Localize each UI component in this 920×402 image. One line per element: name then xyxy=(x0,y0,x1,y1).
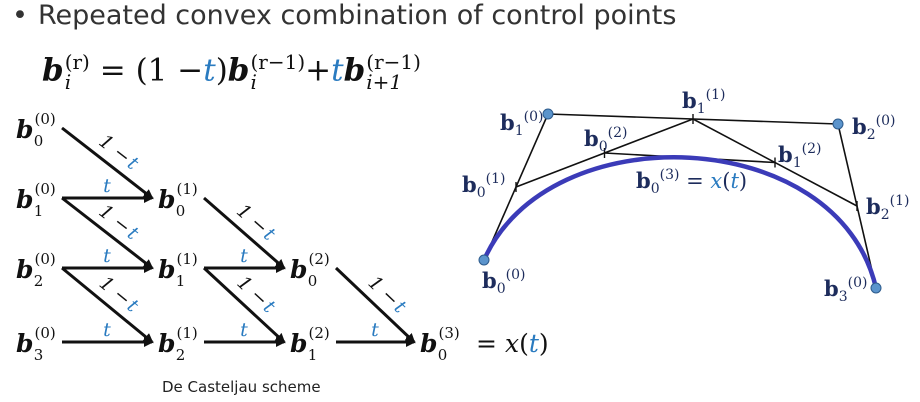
scheme-nodes: b(0)0 b(0)1 b(0)2 b(0)3 b(1)0 b(1)1 b(1)2 b(2)0… xyxy=(16,110,460,364)
formula-lhs-indices: (r)i xyxy=(65,52,90,92)
figure-label-p2: b2(0) xyxy=(852,113,895,143)
recurrence-formula: b(r)i = (1 −t)b(r−1)i+tb(r−1)i+1 xyxy=(42,52,421,92)
control-point-p3 xyxy=(870,282,882,294)
bullet-dot: • xyxy=(12,0,28,31)
scheme-edge-label-b11-b02: t xyxy=(240,245,248,267)
bezier-curve xyxy=(481,155,879,291)
formula-term2-sup: (r−1) xyxy=(366,50,421,74)
figure-label-r1: b1(2) xyxy=(778,141,821,171)
control-point-p1 xyxy=(542,108,554,120)
scheme-result: =x(t) xyxy=(476,329,549,358)
scheme-node-b30: b(0)3 xyxy=(16,324,56,364)
scheme-edge-label-b12-b03: t xyxy=(371,319,379,341)
bullet-text: Repeated convex combination of control p… xyxy=(37,0,677,31)
figure-label-r0: b0(2) xyxy=(584,125,627,155)
formula-coef-close: ) xyxy=(215,52,228,89)
figure-label-q1: b1(1) xyxy=(682,87,725,117)
formula-coef-open: (1 − xyxy=(135,52,204,89)
scheme-node-b01: b(1)0 xyxy=(158,180,198,220)
figure-label-q0: b0(1) xyxy=(462,171,505,201)
figure-label-p0: b0(0) xyxy=(482,267,525,297)
scheme-node-b21: b(1)2 xyxy=(158,324,198,364)
formula-coef-t: t xyxy=(203,52,216,89)
scheme-caption: De Casteljau scheme xyxy=(162,378,321,396)
scheme-edge-label-b30-b21: t xyxy=(103,319,111,341)
figure-labels: b0(0) b1(0) b2(0) b3(0) b0(1) b1(1) b2(1) b0(2)… xyxy=(462,87,909,305)
formula-term2-indices: (r−1)i+1 xyxy=(366,52,421,92)
scheme-node-b12: b(2)1 xyxy=(290,324,330,364)
bullet-line: • Repeated convex combination of control … xyxy=(12,0,676,31)
formula-term2-symbol: b xyxy=(343,52,366,89)
scheme-node-b02: b(2)0 xyxy=(290,250,330,290)
formula-lhs-symbol: b xyxy=(42,52,64,89)
scheme-edge-label-b10-b01: t xyxy=(103,175,111,197)
control-point-p2 xyxy=(832,118,844,130)
control-point-p0 xyxy=(478,254,490,266)
formula-term1-indices: (r−1)i xyxy=(250,52,305,92)
formula-lhs-sup: (r) xyxy=(64,50,90,74)
scheme-edge-b02-b03 xyxy=(334,266,416,344)
figure-label-q2: b2(1) xyxy=(866,193,909,223)
formula-plus: + xyxy=(305,52,332,89)
scheme-edge-b00-b01 xyxy=(61,126,154,200)
formula-term2-t: t xyxy=(331,52,344,89)
scheme-edge-b11-b12 xyxy=(202,266,286,344)
formula-term1-sub: i xyxy=(250,70,257,94)
scheme-edge-label-b21-b12: t xyxy=(240,319,248,341)
formula-term1-symbol: b xyxy=(227,52,250,89)
scheme-edge-b01-b02 xyxy=(203,196,286,270)
figure-label-p3: b3(0) xyxy=(824,275,867,305)
scheme-node-b10: b(0)1 xyxy=(16,180,56,220)
scheme-node-b11: b(1)1 xyxy=(158,250,198,290)
scheme-node-b00: b(0)0 xyxy=(16,110,56,150)
formula-equals: = xyxy=(99,52,126,89)
bezier-curve-path xyxy=(481,155,879,291)
scheme-edge-b20-b21 xyxy=(61,266,154,344)
figure-label-p1: b1(0) xyxy=(500,109,543,139)
formula-lhs-sub: i xyxy=(64,70,72,94)
scheme-node-b03: b(3)0 xyxy=(420,324,460,364)
scheme-node-b20: b(0)2 xyxy=(16,250,56,290)
formula-term1-sup: (r−1) xyxy=(250,50,306,74)
scheme-edge-label-b20-b11: t xyxy=(103,245,111,267)
scheme-edge-b10-b11 xyxy=(61,196,154,270)
scheme-result-expression: =x(t) xyxy=(476,329,549,358)
formula-term2-sub: i+1 xyxy=(366,70,403,94)
control-points xyxy=(478,108,882,294)
figure-label-s0: b0(3) = x(t) xyxy=(636,167,747,197)
